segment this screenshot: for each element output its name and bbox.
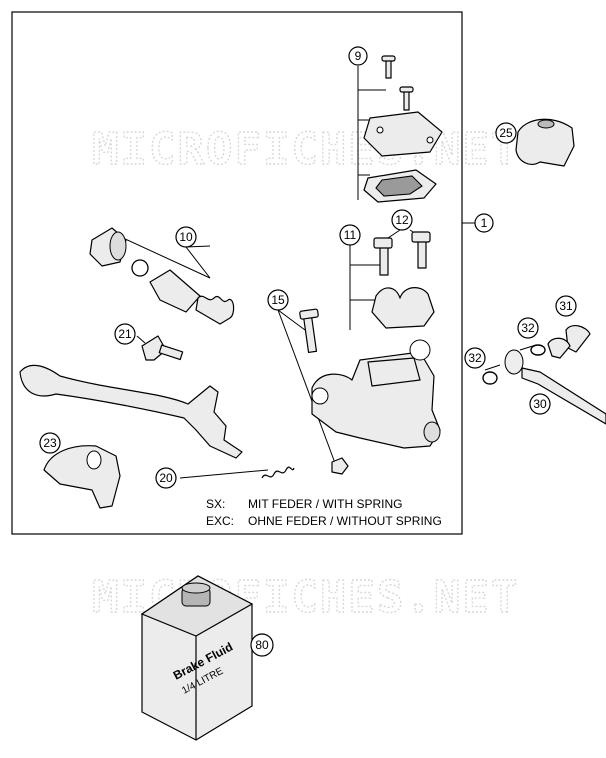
brake-line-fittings	[482, 325, 606, 425]
svg-text:10: 10	[179, 230, 193, 244]
callout-9: 9	[348, 46, 368, 66]
svg-text:31: 31	[559, 299, 573, 313]
leader-lines	[109, 66, 537, 479]
note-sx-prefix: SX:	[206, 497, 225, 511]
svg-text:32: 32	[468, 351, 482, 365]
callout-30: 30	[529, 393, 551, 415]
master-cylinder	[311, 339, 441, 475]
svg-text:25: 25	[499, 126, 513, 140]
svg-text:21: 21	[118, 327, 132, 341]
callout-32-left: 32	[464, 347, 486, 369]
svg-text:15: 15	[271, 293, 285, 307]
note-exc-text: OHNE FEDER / WITHOUT SPRING	[248, 514, 442, 528]
note-sx-text: MIT FEDER / WITH SPRING	[248, 497, 402, 511]
callout-23: 23	[39, 432, 61, 454]
spring-notes: SX: MIT FEDER / WITH SPRING EXC: OHNE FE…	[206, 497, 442, 528]
callout-32-right: 32	[517, 317, 539, 339]
svg-text:20: 20	[159, 471, 173, 485]
svg-text:23: 23	[43, 436, 57, 450]
callout-11: 11	[339, 224, 361, 246]
callout-15: 15	[267, 289, 289, 311]
handlebar-clamp	[515, 118, 575, 167]
callout-20: 20	[155, 467, 177, 489]
watermark-top: MICROFICHES.NET	[92, 124, 519, 175]
note-exc-prefix: EXC:	[206, 514, 234, 528]
svg-text:11: 11	[344, 228, 357, 242]
svg-text:1: 1	[481, 216, 488, 230]
callout-10: 10	[175, 226, 197, 248]
svg-text:32: 32	[521, 321, 535, 335]
assembly-frame	[11, 11, 463, 535]
piston-kit	[89, 227, 235, 325]
svg-text:12: 12	[395, 213, 409, 227]
callout-31: 31	[555, 295, 577, 317]
callout-80: 80	[250, 633, 274, 657]
brake-lever	[19, 364, 295, 479]
clamp-screws	[371, 231, 435, 329]
callout-1: 1	[474, 213, 494, 233]
lever-adjuster	[141, 335, 184, 361]
callout-25: 25	[495, 122, 517, 144]
svg-text:9: 9	[355, 49, 362, 63]
reservoir-cover-group	[363, 55, 443, 203]
brake-fluid-bottle: Brake Fluid 1/4 LITRE	[140, 575, 254, 741]
svg-text:30: 30	[533, 397, 547, 411]
lever-guard	[43, 445, 121, 509]
pivot-bolt	[299, 308, 319, 353]
callout-12: 12	[391, 209, 413, 231]
svg-text:80: 80	[255, 638, 269, 652]
callout-21: 21	[114, 323, 136, 345]
